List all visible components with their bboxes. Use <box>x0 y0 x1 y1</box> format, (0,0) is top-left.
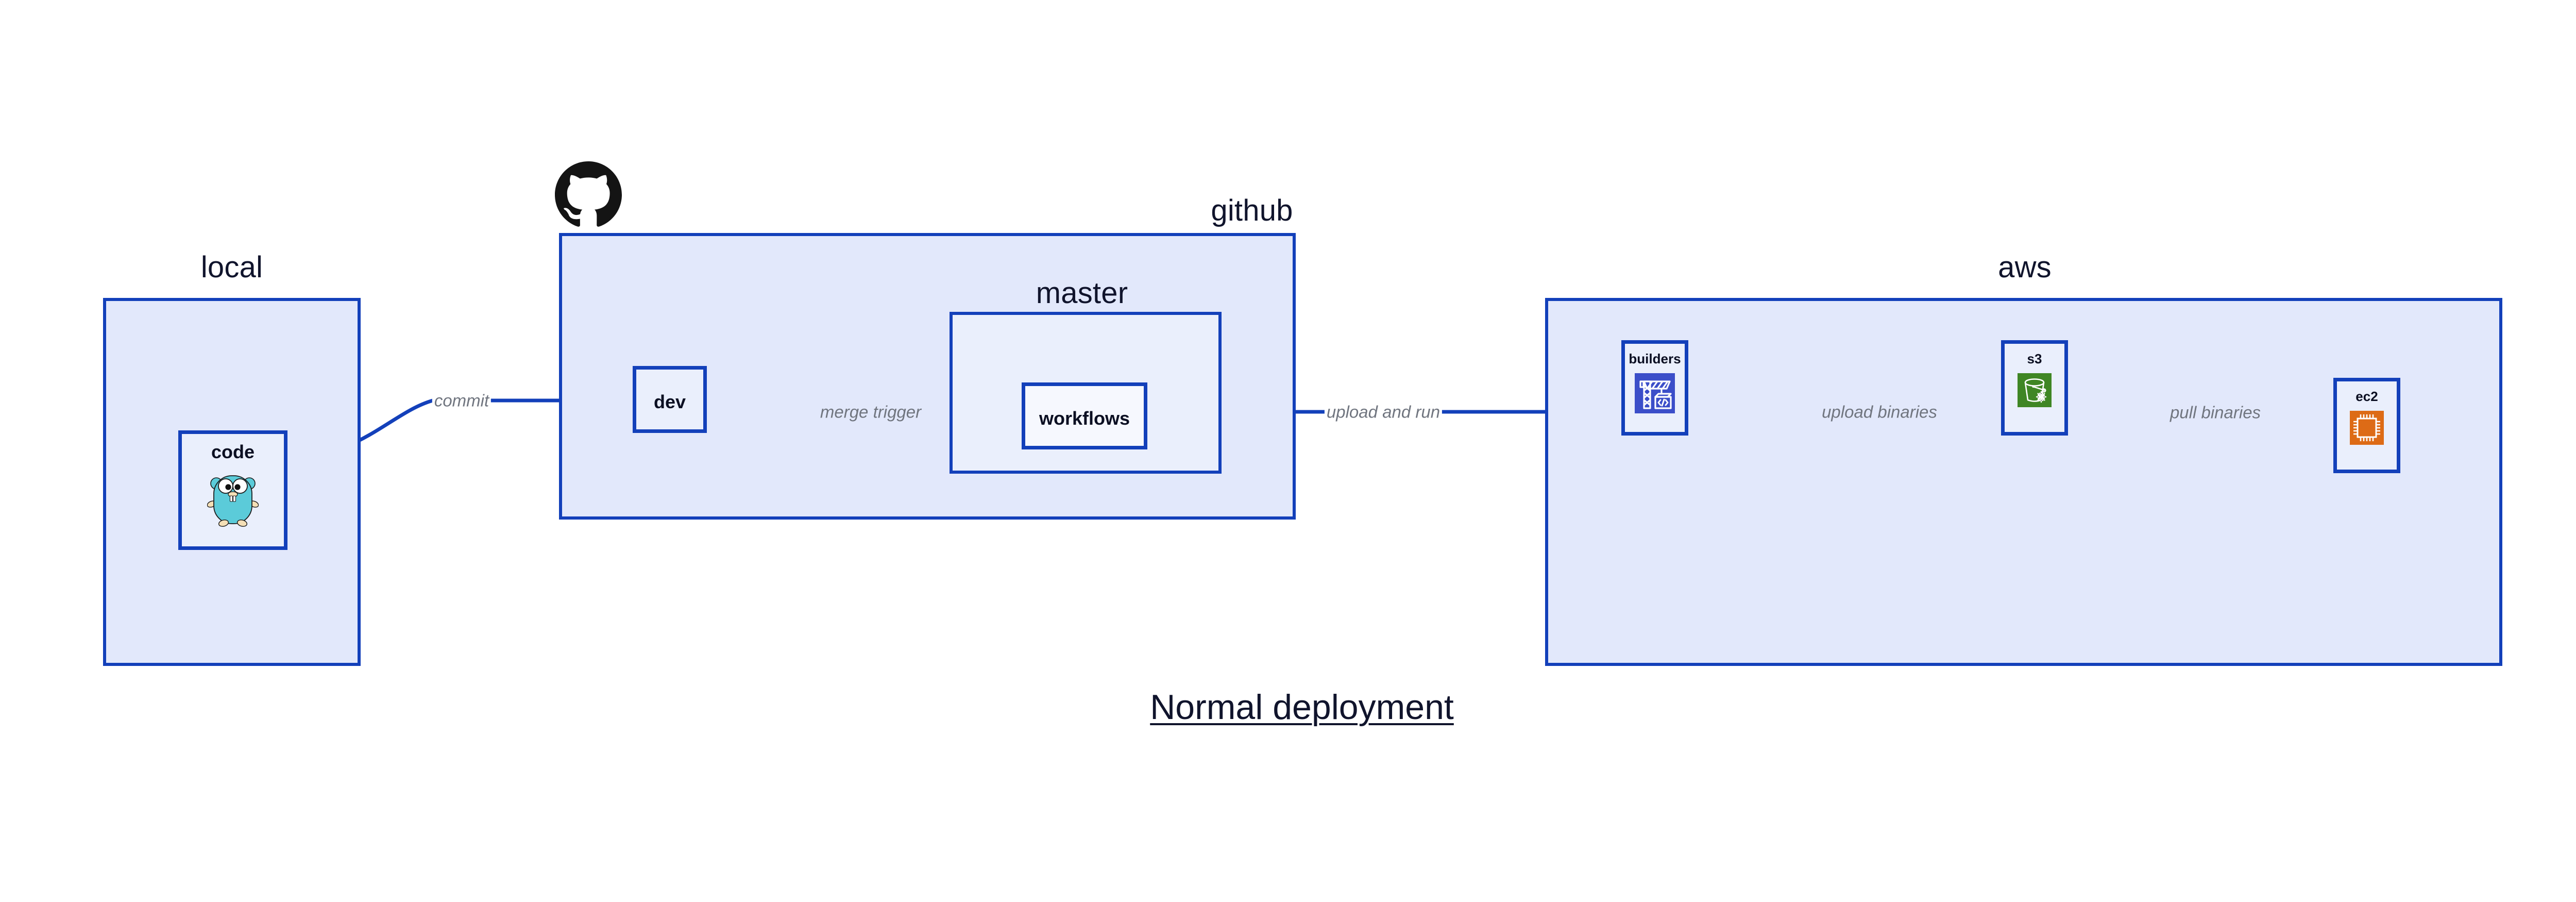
edge-label-pull-binaries: pull binaries <box>2167 404 2263 421</box>
node-label-dev: dev <box>653 391 686 412</box>
node-label-workflows: workflows <box>1039 408 1130 429</box>
node-label-s3: s3 <box>2027 351 2042 366</box>
aws-ec2-chip-icon <box>2350 411 2384 447</box>
node-box-builders[interactable]: builders <box>1621 340 1688 436</box>
edge-label-merge-trigger: merge trigger <box>818 403 924 421</box>
group-label-master: master <box>1036 276 1128 310</box>
node-box-workflows[interactable]: workflows <box>1022 382 1147 449</box>
node-box-code[interactable]: code <box>178 430 287 550</box>
node-label-builders: builders <box>1629 351 1681 366</box>
diagram-title-wrapper: Normal deployment <box>0 687 2576 727</box>
edge-label-upload-binaries: upload binaries <box>1820 403 1939 421</box>
go-gopher-icon <box>207 469 259 532</box>
group-label-aws: aws <box>1998 250 2052 284</box>
group-label-local: local <box>200 250 263 284</box>
node-label-code: code <box>211 441 255 462</box>
node-label-ec2: ec2 <box>2355 389 2378 404</box>
edge-label-commit: commit <box>432 392 492 409</box>
node-box-ec2[interactable]: ec2 <box>2333 378 2400 473</box>
aws-codebuild-icon <box>1635 373 1675 416</box>
node-box-dev[interactable]: dev <box>633 366 707 433</box>
group-label-github: github <box>1211 194 1293 227</box>
diagram-title: Normal deployment <box>1150 688 1454 727</box>
github-octocat-icon <box>555 161 622 228</box>
node-box-s3[interactable]: s3 <box>2001 340 2068 436</box>
aws-s3-bucket-icon <box>2018 373 2052 410</box>
edge-label-upload-and-run: upload and run <box>1324 403 1443 421</box>
